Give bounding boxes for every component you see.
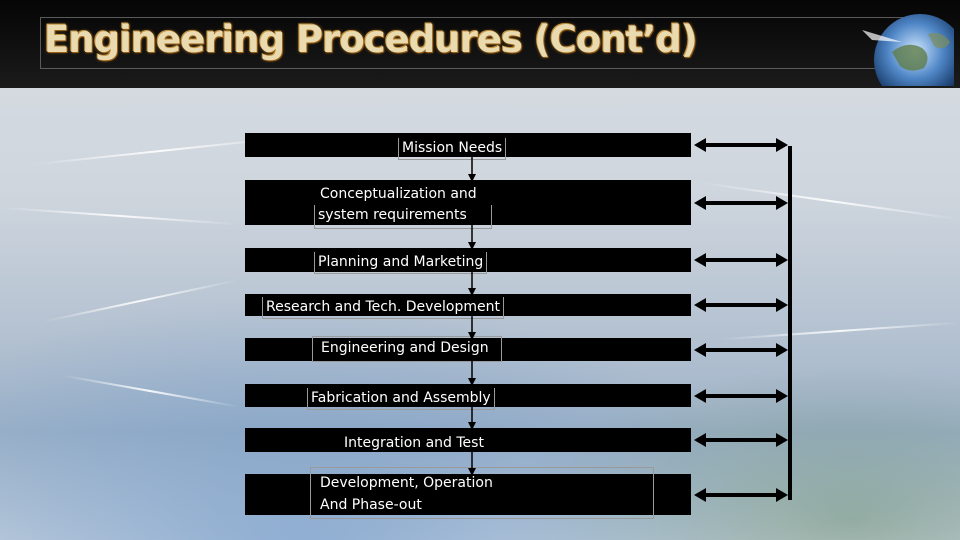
double-arrow-icon bbox=[694, 196, 706, 210]
flow-step-box bbox=[245, 338, 691, 361]
step-label: Development, Operation bbox=[320, 475, 493, 491]
double-arrow-icon bbox=[694, 433, 706, 447]
flow-step-box bbox=[245, 180, 691, 225]
step-label: system requirements bbox=[314, 205, 492, 229]
flow-step-box bbox=[245, 248, 691, 272]
step-label: Fabrication and Assembly bbox=[307, 388, 495, 410]
globe-icon bbox=[862, 12, 954, 86]
double-arrow-icon bbox=[776, 433, 788, 447]
double-arrow-icon bbox=[694, 389, 706, 403]
flow-step-box bbox=[245, 133, 691, 157]
step-label: Mission Needs bbox=[398, 138, 507, 160]
box-outline bbox=[310, 467, 654, 519]
title-bar: Engineering Procedures (Cont’d) bbox=[0, 0, 960, 88]
step-label: Engineering and Design bbox=[321, 340, 489, 356]
double-arrow-icon bbox=[694, 138, 706, 152]
double-arrow-icon bbox=[776, 196, 788, 210]
step-label: Integration and Test bbox=[344, 435, 484, 451]
double-arrow-icon bbox=[776, 389, 788, 403]
step-label: And Phase-out bbox=[320, 497, 422, 513]
double-arrow-icon bbox=[776, 298, 788, 312]
page-title: Engineering Procedures (Cont’d) bbox=[44, 18, 698, 61]
double-arrow-icon bbox=[694, 343, 706, 357]
flow-step-box bbox=[245, 428, 691, 452]
double-arrow-icon bbox=[694, 298, 706, 312]
double-arrow-icon bbox=[776, 138, 788, 152]
step-label: Planning and Marketing bbox=[314, 252, 488, 274]
box-outline bbox=[312, 336, 502, 362]
flow-step-box bbox=[245, 474, 691, 515]
double-arrow-icon bbox=[694, 488, 706, 502]
flow-step-box bbox=[245, 294, 691, 316]
double-arrow-icon bbox=[776, 253, 788, 267]
double-arrow-icon bbox=[776, 343, 788, 357]
step-label: Conceptualization and bbox=[320, 186, 477, 202]
double-arrow-icon bbox=[694, 253, 706, 267]
step-label: Research and Tech. Development bbox=[262, 297, 504, 319]
double-arrow-icon bbox=[776, 488, 788, 502]
arrows-layer bbox=[468, 138, 788, 502]
flow-step-box bbox=[245, 384, 691, 407]
